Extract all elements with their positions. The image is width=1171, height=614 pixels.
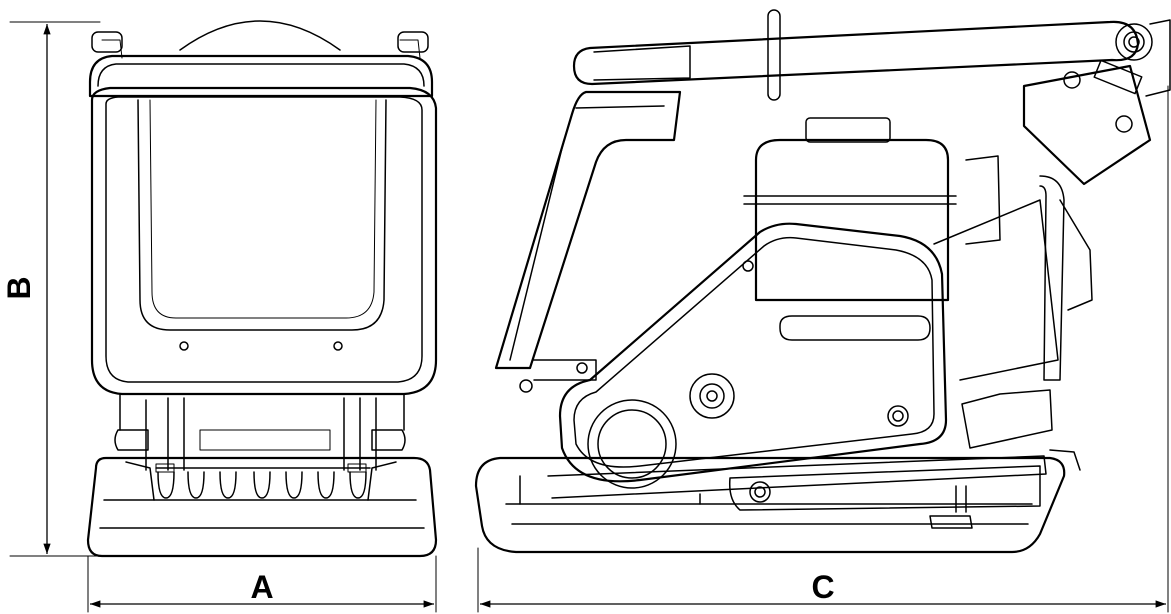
side-base-plate (474, 456, 1066, 554)
side-rear-bracket (1022, 59, 1152, 381)
dimension-lines (9, 21, 1169, 613)
side-view (474, 9, 1171, 554)
front-base-plate (86, 456, 438, 558)
front-bolts (155, 463, 367, 499)
dimension-labels: A B C (1, 276, 835, 605)
side-chassis (547, 389, 1081, 513)
front-view (86, 20, 438, 558)
dimension-label-a: A (250, 569, 273, 605)
side-belt-cover (519, 222, 948, 489)
front-body (90, 86, 438, 396)
dimension-label-c: C (811, 569, 834, 605)
dimension-label-b: B (1, 276, 37, 299)
side-guard (494, 90, 682, 370)
front-handle (88, 20, 434, 98)
side-engine (742, 117, 1059, 381)
front-frame (114, 393, 406, 471)
side-handle (572, 9, 1171, 101)
